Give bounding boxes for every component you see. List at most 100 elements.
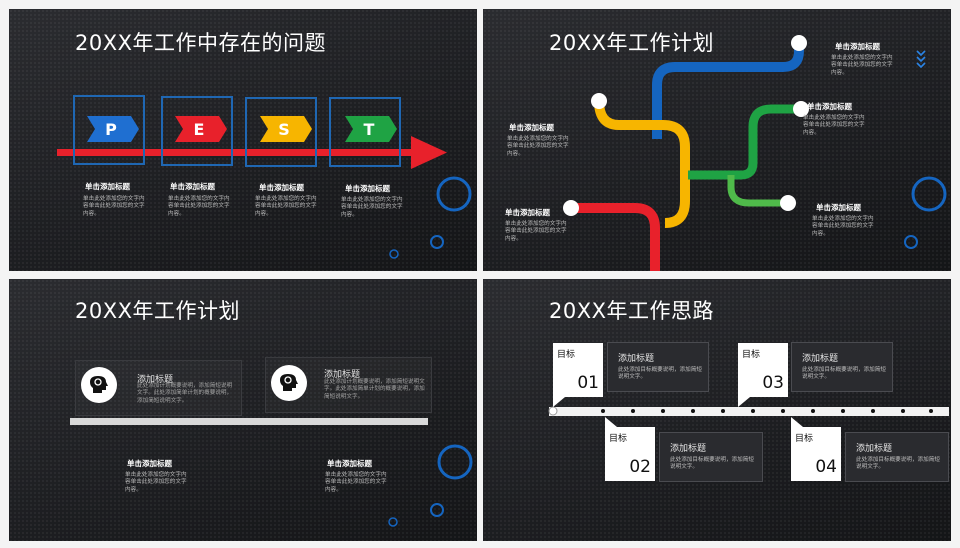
card-text: 此处添加计划概要说明，添加简短说明文字。此处添加简单计划的概要说明，添加简短说明… — [137, 383, 233, 404]
goal-text: 此处添加目标概要说明，添加简短说明文字。 — [618, 367, 702, 381]
chevron-e — [175, 116, 227, 142]
slide-title: 20XX年工作中存在的问题 — [75, 31, 326, 55]
goal-number: 04 — [815, 457, 837, 477]
pest-box-e — [161, 96, 233, 166]
card-title: 添加标题 — [324, 370, 361, 380]
goal-label: 目标 — [609, 434, 628, 444]
decor-ring-small — [389, 249, 399, 259]
decor-rings — [388, 444, 473, 527]
item-text[interactable]: 单击此处添加您的文字内容单击此处添加您的文字内容。 — [125, 472, 187, 493]
item-heading[interactable]: 单击添加标题 — [509, 123, 554, 132]
item-heading[interactable]: 单击添加标题 — [835, 42, 880, 51]
chevron-p — [87, 116, 139, 142]
timeline-graphic — [548, 397, 949, 427]
pest-box-p — [73, 95, 145, 165]
item-text[interactable]: 单击此处添加您的文字内容单击此处添加您的文字内容。 — [83, 196, 145, 217]
goal-card-02[interactable]: 目标 02 — [605, 427, 655, 481]
item-heading[interactable]: 单击添加标题 — [505, 208, 550, 217]
slide-pest[interactable]: 20XX年工作中存在的问题 P E S T 单击添加标题 单击此处添加您的文字内… — [9, 9, 477, 271]
decor-ring-small — [904, 235, 918, 249]
yellow-line — [594, 100, 690, 228]
item-heading[interactable]: 单击添加标题 — [85, 182, 130, 191]
goal-title: 添加标题 — [670, 444, 707, 454]
slide-work-plan-lines[interactable]: 20XX年工作计划 单击添加标题 单击此处添加您的文字内容单击此处添加您的文字内… — [483, 9, 951, 271]
item-text[interactable]: 单击此处添加您的文字内容单击此处添加您的文字内容。 — [831, 55, 893, 76]
letter-p: P — [105, 120, 117, 139]
decor-ring-large — [911, 176, 947, 212]
goal-text: 此处添加目标概要说明，添加简短说明文字。 — [802, 367, 886, 381]
goal-label: 目标 — [557, 350, 576, 360]
goal-panel[interactable]: 添加标题 此处添加目标概要说明，添加简短说明文字。 — [791, 342, 893, 392]
plan-card[interactable] — [75, 360, 242, 416]
node-blue — [791, 35, 807, 51]
chevron-down-icon — [916, 50, 926, 57]
metro-lines-graphic — [563, 35, 947, 271]
item-text[interactable]: 单击此处添加您的文字内容单击此处添加您的文字内容。 — [325, 472, 387, 493]
green-line — [688, 104, 801, 180]
slide-work-plan-cards[interactable]: 20XX年工作计划 添加标题 此处添加计划概要说明，添加简短说明文字。此处添加简… — [9, 279, 477, 541]
red-arrow-shaft — [57, 149, 417, 156]
item-heading[interactable]: 单击添加标题 — [170, 182, 215, 191]
goal-card-03[interactable]: 目标 03 — [738, 343, 788, 397]
goal-card-01[interactable]: 目标 01 — [553, 343, 603, 397]
goal-title: 添加标题 — [856, 444, 893, 454]
node-red — [563, 200, 579, 216]
decor-ring-large — [436, 176, 472, 212]
goal-text: 此处添加目标概要说明，添加简短说明文字。 — [856, 457, 940, 471]
item-heading[interactable]: 单击添加标题 — [816, 203, 861, 212]
chevron-down-icon — [916, 56, 926, 63]
item-text[interactable]: 单击此处添加您的文字内容单击此处添加您的文字内容。 — [812, 216, 874, 237]
slide-title: 20XX年工作计划 — [75, 299, 240, 323]
item-text[interactable]: 单击此处添加您的文字内容单击此处添加您的文字内容。 — [255, 196, 317, 217]
timeline-strip — [549, 407, 949, 416]
node-green — [793, 101, 809, 117]
chevron-down-icon — [916, 62, 926, 69]
goal-number: 03 — [762, 373, 784, 393]
item-heading[interactable]: 单击添加标题 — [345, 184, 390, 193]
plan-card[interactable] — [265, 357, 432, 413]
goal-title: 添加标题 — [802, 354, 839, 364]
head-brain-icon — [271, 365, 307, 401]
item-heading[interactable]: 单击添加标题 — [127, 459, 172, 468]
head-brain-icon — [81, 367, 117, 403]
item-text[interactable]: 单击此处添加您的文字内容单击此处添加您的文字内容。 — [803, 115, 865, 136]
item-heading[interactable]: 单击添加标题 — [327, 459, 372, 468]
pest-box-s — [245, 97, 317, 167]
item-text[interactable]: 单击此处添加您的文字内容单击此处添加您的文字内容。 — [168, 196, 230, 217]
goal-panel[interactable]: 添加标题 此处添加目标概要说明，添加简短说明文字。 — [607, 342, 709, 392]
pest-box-t — [329, 97, 401, 167]
item-text[interactable]: 单击此处添加您的文字内容单击此处添加您的文字内容。 — [341, 197, 403, 218]
goal-card-04[interactable]: 目标 04 — [791, 427, 841, 481]
goal-number: 01 — [577, 373, 599, 393]
item-text[interactable]: 单击此处添加您的文字内容单击此处添加您的文字内容。 — [505, 221, 567, 242]
decor-ring-medium — [430, 235, 444, 249]
timeline-bar — [70, 418, 428, 425]
card-text: 此处添加计划概要说明，添加简短说明文字。此处添加简单计划的概要说明，添加简短说明… — [324, 379, 425, 400]
goal-label: 目标 — [742, 350, 761, 360]
goal-panel[interactable]: 添加标题 此处添加目标概要说明，添加简短说明文字。 — [845, 432, 949, 482]
timeline-dots — [601, 409, 933, 413]
red-line — [571, 203, 660, 271]
goal-number: 02 — [629, 457, 651, 477]
letter-e: E — [193, 120, 205, 139]
node-lightgreen — [780, 195, 796, 211]
goal-panel[interactable]: 添加标题 此处添加目标概要说明，添加简短说明文字。 — [659, 432, 763, 482]
goal-title: 添加标题 — [618, 354, 655, 364]
goal-text: 此处添加目标概要说明，添加简短说明文字。 — [670, 457, 754, 471]
item-text[interactable]: 单击此处添加您的文字内容单击此处添加您的文字内容。 — [507, 136, 569, 157]
card-title: 添加标题 — [137, 375, 174, 385]
lightgreen-line — [727, 175, 788, 207]
blue-line — [652, 43, 804, 139]
red-arrow-head — [411, 136, 447, 169]
chevron-s — [260, 116, 312, 142]
letter-t: T — [363, 120, 375, 139]
slide-work-ideas[interactable]: 20XX年工作思路 目标 01 添加标题 此处添加目标概要说明，添加简短说明文字… — [483, 279, 951, 541]
letter-s: S — [278, 120, 290, 139]
item-heading[interactable]: 单击添加标题 — [259, 183, 304, 192]
pest-arrow-graphic — [57, 116, 472, 259]
item-heading[interactable]: 单击添加标题 — [807, 102, 852, 111]
goal-label: 目标 — [795, 434, 814, 444]
chevron-t — [345, 116, 397, 142]
slide-title: 20XX年工作计划 — [549, 31, 714, 55]
slide-title: 20XX年工作思路 — [549, 299, 714, 323]
